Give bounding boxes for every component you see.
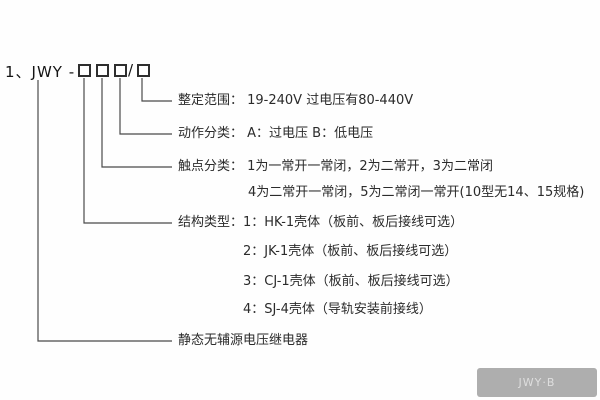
digit-box-action-class [114, 64, 127, 77]
callout-structure-type-3: 3：CJ-1壳体（板前、板后接线可选） [243, 274, 459, 289]
callout-structure-type-1: 结构类型：1：HK-1壳体（板前、板后接线可选） [178, 215, 464, 230]
digit-box-structure-type [78, 64, 91, 77]
callout-structure-type-4: 4：SJ-4壳体（导轨安装前接线） [243, 302, 432, 317]
model-prefix: 1、JWY - [5, 63, 76, 81]
callout-setting-range: 整定范围： 19-240V 过电压有80-440V [178, 93, 414, 108]
digit-box-voltage-spec [137, 64, 150, 77]
slash-separator: / [128, 61, 134, 79]
callout-contact-class-line1: 触点分类： 1为一常开一常闭，2为二常开，3为二常闭 [178, 159, 493, 174]
callout-contact-class-line2: 4为二常开一常闭，5为二常闭一常开(10型无14、15规格) [248, 185, 585, 200]
callout-structure-type-2: 2：JK-1壳体（板前、板后接线可选） [243, 244, 458, 259]
callout-product-name: 静态无辅源电压继电器 [178, 333, 309, 348]
digit-box-contact-class [96, 64, 109, 77]
callout-action-class: 动作分类： A：过电压 B：低电压 [178, 126, 374, 141]
watermark-badge: JWY·B [477, 368, 597, 397]
